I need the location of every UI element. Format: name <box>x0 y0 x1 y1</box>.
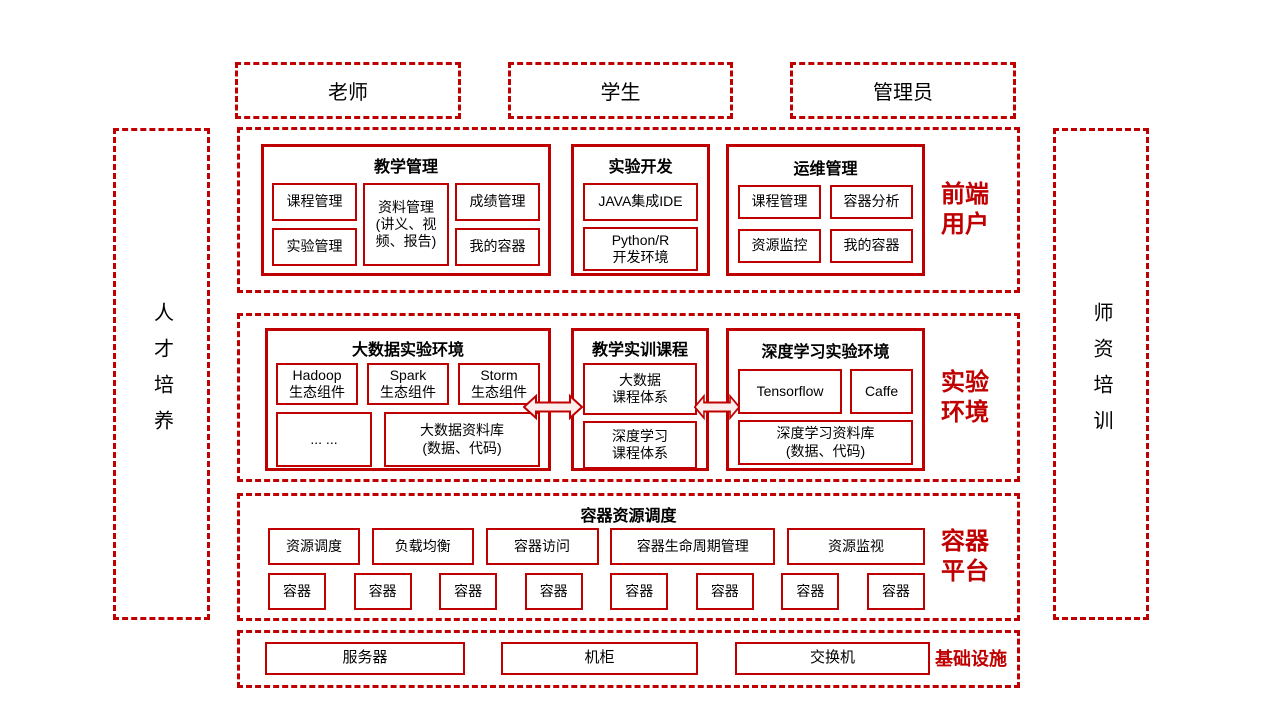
cell-resource-monitoring: 资源监控 <box>738 229 821 263</box>
cell-java-ide: JAVA集成IDE <box>583 183 698 221</box>
cell-hadoop: Hadoop 生态组件 <box>276 363 358 405</box>
cell-deeplearning-repository: 深度学习资料库 (数据、代码) <box>738 420 913 465</box>
actor-box-student: 学生 <box>508 62 733 119</box>
cell-container: 容器 <box>610 573 669 610</box>
group-title-bigdata-lab: 大数据实验环境 <box>351 342 464 359</box>
group-teaching-management: 教学管理 课程管理 实验管理 资料管理 (讲义、视频、报告) 成绩管理 我的容器 <box>261 144 551 276</box>
bidirectional-arrow-left <box>523 394 583 420</box>
platform-title: 容器资源调度 <box>580 508 677 525</box>
section-label-infrastructure: 基础设施 <box>935 648 1007 669</box>
cell-container: 容器 <box>781 573 840 610</box>
section-label-lab-environment: 实验 环境 <box>941 368 989 426</box>
group-training-courses: 教学实训课程 大数据 课程体系 深度学习 课程体系 <box>571 328 709 471</box>
cell-python-r-env: Python/R 开发环境 <box>583 227 698 271</box>
cell-material-management: 资料管理 (讲义、视频、报告) <box>363 183 449 266</box>
actor-box-teacher: 老师 <box>235 62 461 119</box>
cell-container: 容器 <box>268 573 326 610</box>
section-label-container-platform: 容器 平台 <box>941 528 989 585</box>
group-title-deeplearning-lab: 深度学习实验环境 <box>761 344 890 361</box>
section-lab-environment: 大数据实验环境 Hadoop 生态组件 Spark 生态组件 Storm 生态组… <box>237 313 1020 482</box>
cell-load-balancing: 负载均衡 <box>371 528 474 565</box>
section-label-frontend-users: 前端 用户 <box>941 181 989 238</box>
section-frontend-users: 教学管理 课程管理 实验管理 资料管理 (讲义、视频、报告) 成绩管理 我的容器… <box>237 127 1020 293</box>
cell-container-access: 容器访问 <box>485 528 599 565</box>
cell-deeplearning-curriculum: 深度学习 课程体系 <box>583 421 697 469</box>
actor-label-teacher: 老师 <box>328 82 368 104</box>
cell-resource-scheduling: 资源调度 <box>268 528 360 565</box>
cell-bigdata-curriculum: 大数据 课程体系 <box>583 363 697 415</box>
group-deeplearning-lab: 深度学习实验环境 Tensorflow Caffe 深度学习资料库 (数据、代码… <box>726 328 925 471</box>
cell-storm: Storm 生态组件 <box>458 363 540 405</box>
cell-ops-course-management: 课程管理 <box>738 185 821 219</box>
pillar-teacher-training: 师资培训 <box>1053 128 1149 620</box>
pillar-label-training: 师资培训 <box>1090 302 1112 446</box>
cell-switch: 交换机 <box>735 642 930 675</box>
cell-resource-monitoring-platform: 资源监视 <box>787 528 925 565</box>
cell-tensorflow: Tensorflow <box>738 369 843 414</box>
cell-container: 容器 <box>439 573 498 610</box>
cell-spark: Spark 生态组件 <box>367 363 449 405</box>
group-title-training-courses: 教学实训课程 <box>591 342 688 359</box>
group-title-teaching-management: 教学管理 <box>373 159 438 176</box>
cell-container: 容器 <box>353 573 412 610</box>
group-experiment-development: 实验开发 JAVA集成IDE Python/R 开发环境 <box>571 144 710 276</box>
actor-box-admin: 管理员 <box>790 62 1016 119</box>
cell-more-components: ... ... <box>276 412 372 467</box>
cell-server: 服务器 <box>265 642 465 675</box>
bidirectional-arrow-right <box>694 394 740 420</box>
actor-label-admin: 管理员 <box>873 82 933 104</box>
cell-container-lifecycle: 容器生命周期管理 <box>610 528 776 565</box>
group-title-operations-management: 运维管理 <box>793 161 858 178</box>
pillar-talent-cultivation: 人才培养 <box>113 128 210 620</box>
cell-caffe: Caffe <box>850 369 913 414</box>
cell-rack: 机柜 <box>501 642 698 675</box>
cell-container-analysis: 容器分析 <box>830 185 913 219</box>
cell-grade-management: 成绩管理 <box>455 183 540 221</box>
group-bigdata-lab: 大数据实验环境 Hadoop 生态组件 Spark 生态组件 Storm 生态组… <box>265 328 551 471</box>
cell-ops-my-container: 我的容器 <box>830 229 913 263</box>
section-container-platform: 容器资源调度 资源调度 负载均衡 容器访问 容器生命周期管理 资源监视 容器 容… <box>237 493 1020 621</box>
group-operations-management: 运维管理 课程管理 容器分析 资源监控 我的容器 <box>726 144 925 276</box>
platform-containers-row: 容器 容器 容器 容器 容器 容器 容器 容器 <box>268 573 925 610</box>
group-title-experiment-development: 实验开发 <box>608 159 673 176</box>
cell-bigdata-repository: 大数据资料库 (数据、代码) <box>384 412 540 467</box>
cell-container: 容器 <box>866 573 925 610</box>
cell-container: 容器 <box>524 573 583 610</box>
platform-functions-row: 资源调度 负载均衡 容器访问 容器生命周期管理 资源监视 <box>268 528 925 565</box>
pillar-label-talent: 人才培养 <box>150 302 173 446</box>
actor-label-student: 学生 <box>600 82 641 104</box>
cell-container: 容器 <box>695 573 754 610</box>
section-infrastructure: 服务器 机柜 交换机 基础设施 <box>237 630 1020 688</box>
cell-my-container: 我的容器 <box>455 228 540 266</box>
cell-experiment-management: 实验管理 <box>272 228 357 266</box>
cell-course-management: 课程管理 <box>272 183 357 221</box>
